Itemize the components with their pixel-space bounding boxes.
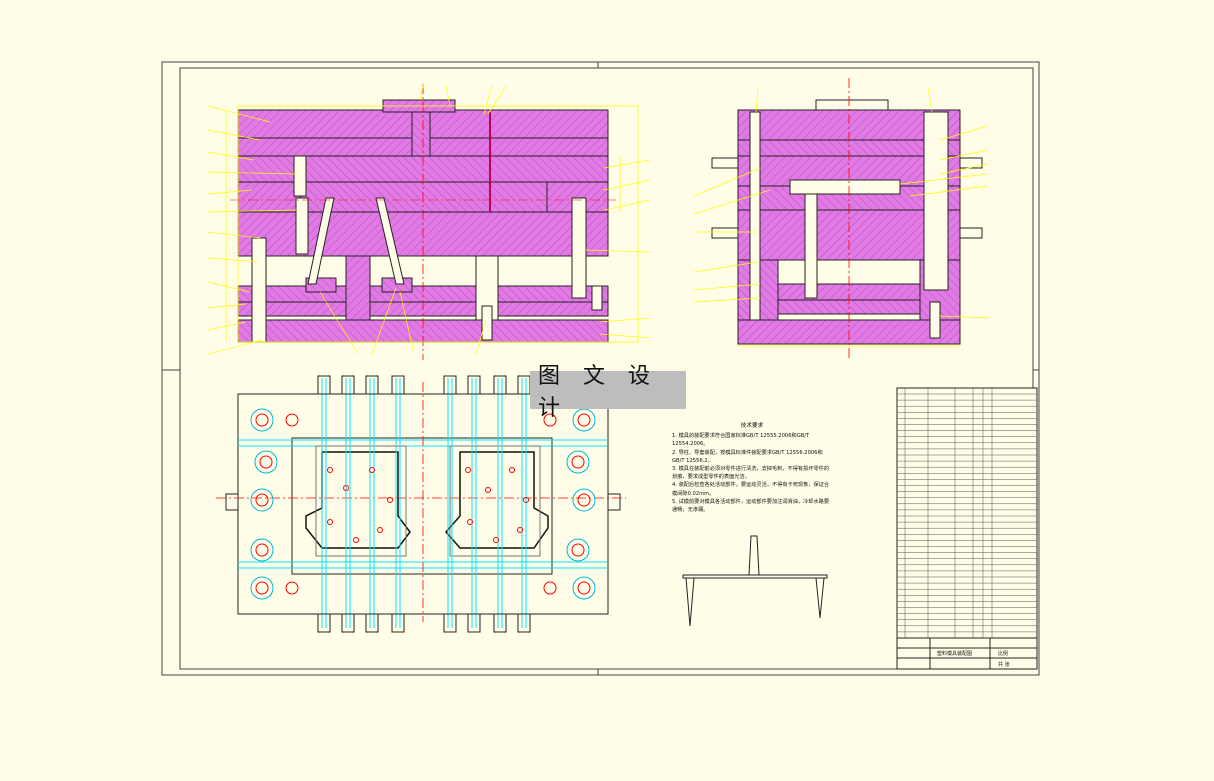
technical-note: 2. 导柱、导套装配，按模具标准件装配要求GB/T 12556.2006和GB/… [672,449,823,464]
title-block [896,637,1038,670]
sheet-inner-border [179,67,1034,670]
part-drawing [682,535,828,627]
title-block-scale: 比例 [998,650,1008,657]
technical-notes-title: 技术要求 [740,423,764,429]
technical-note: 1. 模具的装配要求符合国家标准GB/T 12555.2006和GB/T 125… [672,433,810,448]
side-section-view [711,99,983,345]
bill-of-materials [896,387,1038,639]
side-view-leaders [693,87,989,319]
plan-view-holes [250,408,596,600]
front-view-leaders [207,81,651,355]
technical-notes: 技术要求 1. 模具的装配要求符合国家标准GB/T 12555.2006和GB/… [672,422,832,514]
watermark-label: 图 文 设 计 [530,364,686,421]
title-block-drawing-name: 塑料模具装配图 [937,650,972,657]
technical-note: 5. 试模前要对模具各活动部件，运动部件要加注润滑油，冷却水路要通畅，无渗漏。 [672,498,830,514]
technical-note: 4. 装配后检查各处活动部件，要运动灵活，不得有卡死现象，保证合模间隙0.02m… [672,482,830,497]
title-block-sheet: 共 张 [998,661,1010,668]
technical-note: 3. 模具在装配前必须对零件进行清洗，去掉毛刺，不得有损坏零件的划痕，要求成型零… [672,466,830,481]
sheet-outer-border [161,61,1040,676]
